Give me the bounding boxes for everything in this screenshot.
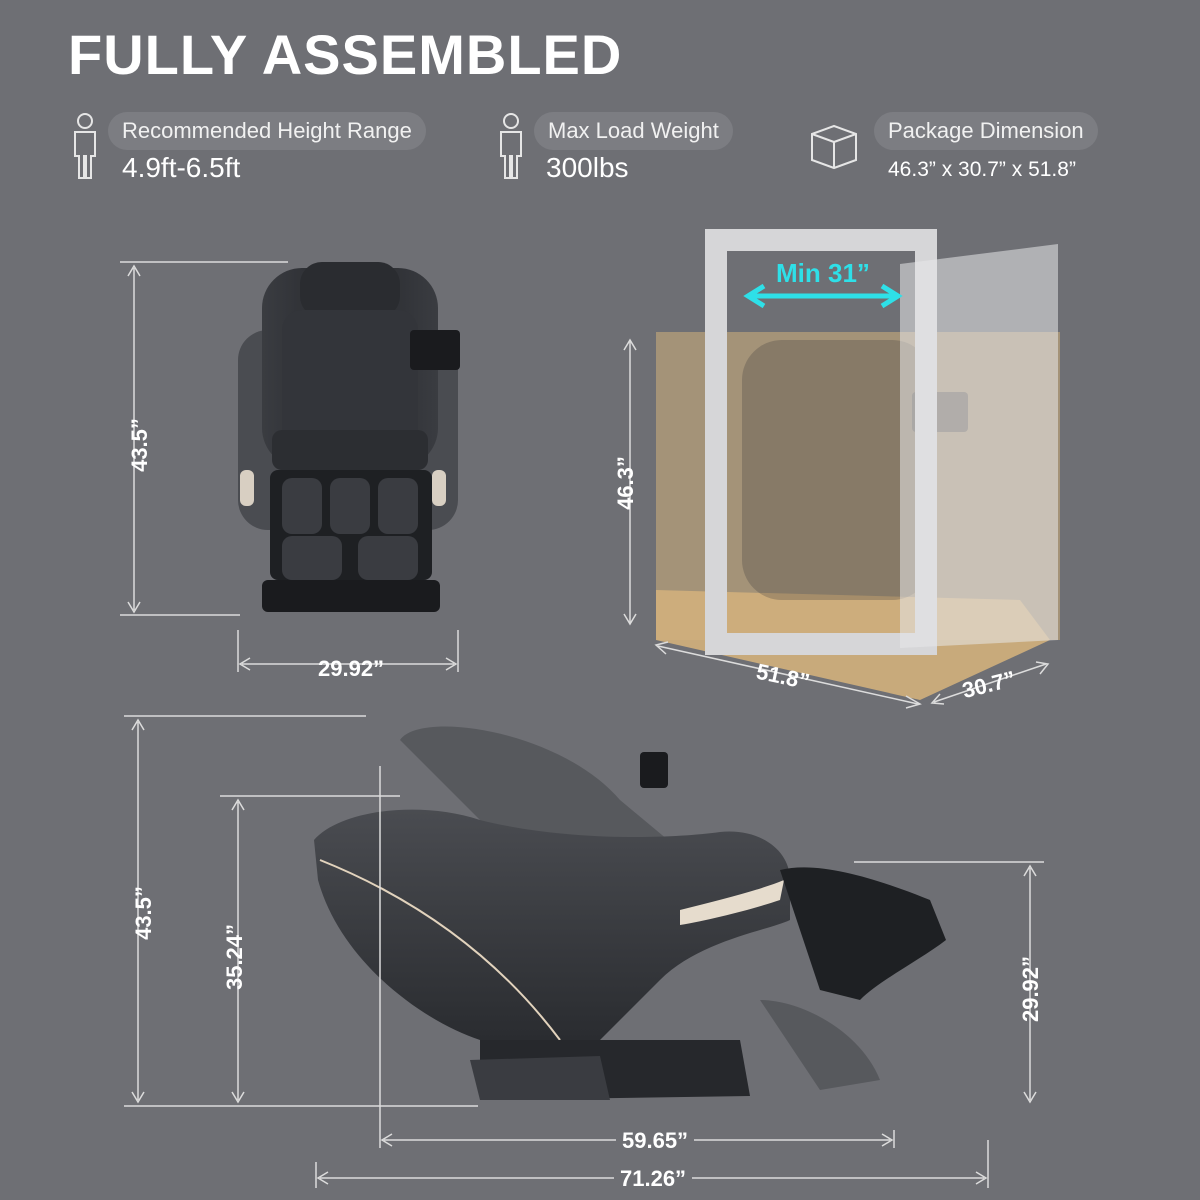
- side-reclined-height-label: 29.92”: [1018, 955, 1043, 1023]
- side-total-height-label: 43.5”: [131, 886, 156, 940]
- package-height-label: 46.3”: [613, 456, 638, 510]
- page-title: FULLY ASSEMBLED: [68, 23, 623, 86]
- spec-package-label: Package Dimension: [874, 112, 1098, 150]
- person-icon: [500, 113, 522, 179]
- side-seat-height-label: 35.24”: [222, 923, 247, 991]
- box-icon: [811, 124, 857, 170]
- person-icon: [74, 113, 96, 179]
- spec-weight-value: 300lbs: [546, 152, 629, 183]
- side-chair: [314, 752, 946, 1100]
- spec-package-value: 46.3” x 30.7” x 51.8”: [888, 158, 1076, 181]
- door-frame: [705, 229, 1058, 655]
- spec-height-value: 4.9ft-6.5ft: [122, 152, 241, 183]
- side-length-reclined-label: 71.26”: [614, 1166, 693, 1192]
- door-width-arrow: [743, 283, 903, 309]
- door-width-label: Min 31”: [776, 258, 870, 288]
- spec-weight-label: Max Load Weight: [534, 112, 733, 150]
- spec-height-label: Recommended Height Range: [108, 112, 426, 150]
- side-length-upright-label: 59.65”: [616, 1128, 695, 1154]
- front-width-label: 29.92”: [318, 656, 385, 681]
- front-height-label: 43.5”: [127, 418, 152, 472]
- front-chair: [238, 262, 460, 612]
